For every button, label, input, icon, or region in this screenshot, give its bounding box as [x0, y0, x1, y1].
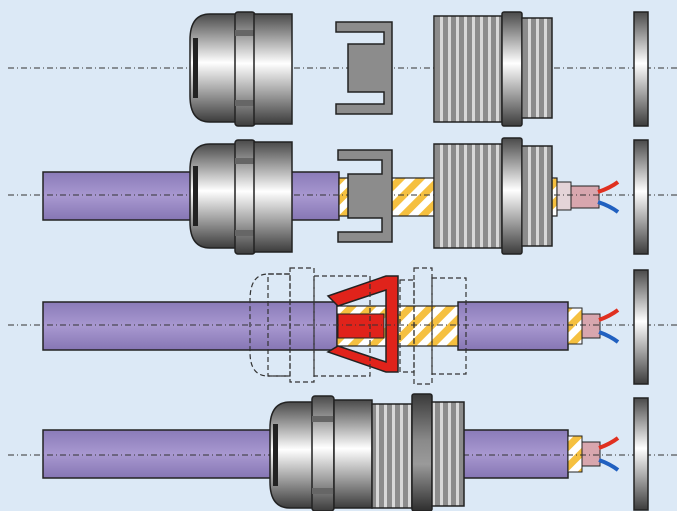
conductor-bundle	[581, 441, 601, 467]
blue-wire	[598, 330, 620, 344]
lock-nut	[633, 269, 649, 385]
lock-nut	[633, 139, 649, 255]
cable-jacket-front	[459, 429, 569, 479]
blue-wire	[597, 200, 620, 214]
step-2-cable-inserted	[8, 137, 677, 255]
lock-nut	[633, 11, 649, 127]
conductor-bundle	[581, 313, 601, 339]
clamp-insert-red	[326, 275, 399, 373]
braid-end	[567, 307, 583, 345]
lock-nut	[633, 397, 649, 511]
step-4-gland-assembled	[8, 393, 677, 511]
blue-wire	[598, 458, 620, 472]
dome-cap-nut	[189, 139, 293, 255]
assembled-gland	[269, 393, 465, 511]
braid-end	[567, 435, 583, 473]
cable-jacket	[42, 301, 338, 351]
dome-cap-nut	[189, 11, 293, 127]
cable-jacket-front	[457, 301, 569, 351]
gland-body	[433, 11, 553, 127]
red-wire	[598, 436, 620, 450]
ghost-outlines	[249, 267, 467, 385]
step-1-exploded-parts	[8, 11, 677, 127]
step-3-shield-folded-over-insert	[8, 267, 677, 385]
clamp-insert	[337, 149, 393, 243]
cable-jacket	[42, 429, 302, 479]
gland-body	[433, 137, 553, 255]
inner-sheath	[556, 181, 572, 211]
conductor-bundle	[570, 185, 600, 209]
clamp-insert	[335, 21, 393, 115]
red-wire	[597, 180, 620, 194]
red-wire	[598, 308, 620, 322]
